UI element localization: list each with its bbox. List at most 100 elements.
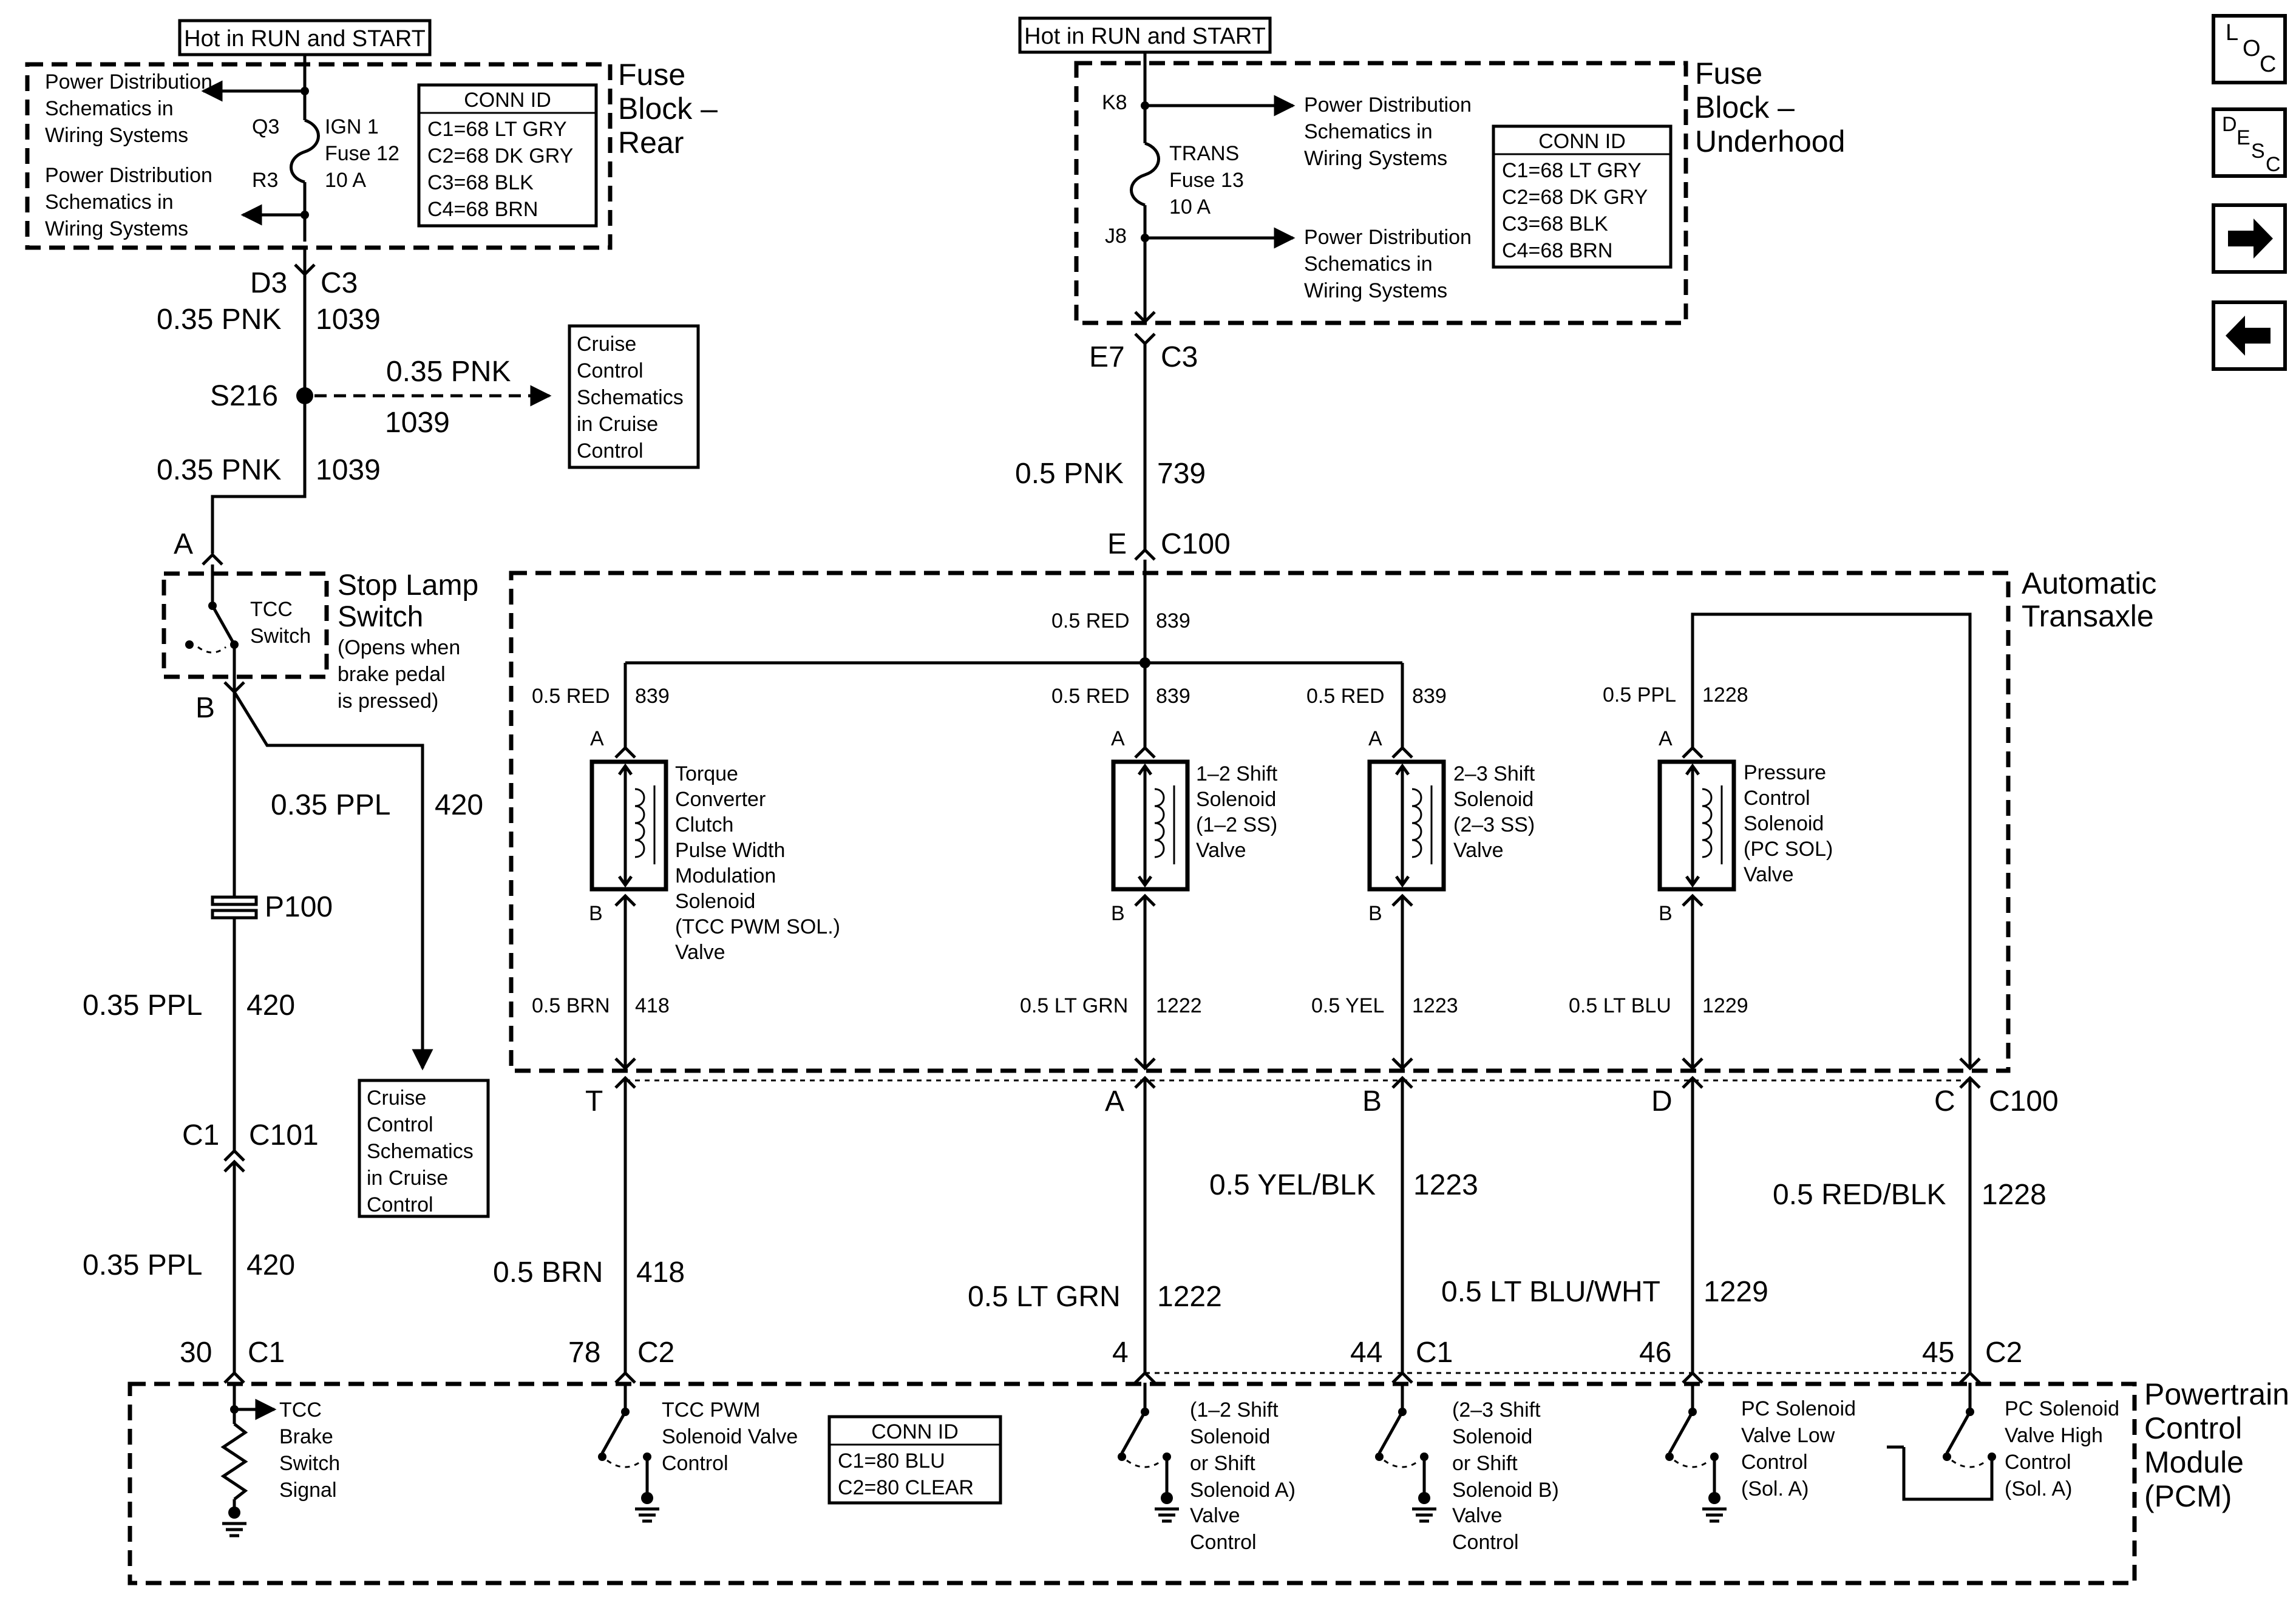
svg-text:C2=68 DK GRY: C2=68 DK GRY bbox=[1502, 186, 1648, 209]
svg-text:839: 839 bbox=[1156, 685, 1190, 708]
wire-color: 0.35 PNK bbox=[157, 303, 281, 336]
shift-solenoid-2-3: 0.5 RED 839 A B 0.5 YEL 1223 2–3 Shift S… bbox=[1306, 663, 1535, 1068]
svg-text:0.35 PNK: 0.35 PNK bbox=[386, 356, 511, 388]
stop-lamp-switch bbox=[161, 571, 329, 679]
fuse-12-label: IGN 1 bbox=[325, 115, 379, 138]
svg-text:2–3 Shift: 2–3 Shift bbox=[1453, 762, 1535, 785]
svg-text:(PC SOL): (PC SOL) bbox=[1744, 838, 1833, 861]
svg-text:0.5 RED: 0.5 RED bbox=[532, 685, 610, 708]
svg-text:0.5 RED/BLK: 0.5 RED/BLK bbox=[1773, 1179, 1946, 1211]
svg-text:B: B bbox=[195, 692, 215, 724]
svg-text:(TCC PWM SOL.): (TCC PWM SOL.) bbox=[675, 915, 840, 938]
wire-circuit: 1039 bbox=[316, 303, 381, 336]
svg-text:Control: Control bbox=[1744, 787, 1810, 810]
svg-text:C2=80 CLEAR: C2=80 CLEAR bbox=[838, 1476, 974, 1499]
svg-text:Valve High: Valve High bbox=[2005, 1424, 2103, 1447]
svg-text:CONN ID: CONN ID bbox=[1538, 130, 1626, 153]
svg-text:B: B bbox=[589, 902, 603, 925]
power-distribution-ref: Power Distribution bbox=[1304, 226, 1472, 249]
svg-text:(Sol. A): (Sol. A) bbox=[2005, 1477, 2072, 1500]
svg-text:C1=68 LT GRY: C1=68 LT GRY bbox=[1502, 159, 1642, 182]
loc-button[interactable]: L O C bbox=[2212, 14, 2287, 84]
power-distribution-ref: Power Distribution bbox=[45, 164, 212, 187]
svg-text:A: A bbox=[1659, 727, 1673, 750]
svg-text:44: 44 bbox=[1350, 1337, 1382, 1369]
svg-text:Control: Control bbox=[1190, 1531, 1257, 1554]
svg-text:30: 30 bbox=[180, 1337, 212, 1369]
svg-text:A: A bbox=[174, 528, 193, 560]
svg-text:1228: 1228 bbox=[1982, 1179, 2046, 1211]
svg-text:420: 420 bbox=[246, 1249, 295, 1281]
svg-text:Underhood: Underhood bbox=[1695, 124, 1845, 158]
svg-text:C3: C3 bbox=[1161, 341, 1198, 373]
svg-text:Valve: Valve bbox=[1196, 839, 1246, 862]
svg-text:1–2 Shift: 1–2 Shift bbox=[1196, 762, 1278, 785]
conn-id-table bbox=[827, 1415, 1002, 1505]
svg-text:S216: S216 bbox=[210, 380, 278, 412]
svg-text:PC Solenoid: PC Solenoid bbox=[1741, 1397, 1856, 1420]
svg-text:Schematics in: Schematics in bbox=[45, 191, 174, 214]
svg-text:Control: Control bbox=[577, 359, 644, 382]
svg-text:L: L bbox=[2226, 20, 2238, 46]
svg-text:0.5 LT GRN: 0.5 LT GRN bbox=[968, 1281, 1121, 1313]
pc-solenoid-low-driver: PC Solenoid Valve Low Control (Sol. A) bbox=[1665, 1383, 1856, 1523]
svg-text:Wiring Systems: Wiring Systems bbox=[45, 217, 188, 240]
svg-text:78: 78 bbox=[568, 1337, 600, 1369]
power-distribution-ref: Power Distribution bbox=[45, 70, 212, 93]
svg-text:1222: 1222 bbox=[1157, 1281, 1222, 1313]
left-circuit: D3 C3 0.35 PNK 1039 S216 0.35 PNK 1039 C… bbox=[83, 248, 700, 1384]
svg-text:C2: C2 bbox=[1985, 1337, 2022, 1369]
svg-text:Control: Control bbox=[2144, 1411, 2242, 1445]
svg-text:Switch: Switch bbox=[250, 625, 311, 648]
conn-id-table bbox=[417, 83, 598, 228]
svg-text:Pressure: Pressure bbox=[1744, 761, 1826, 784]
prev-button[interactable] bbox=[2212, 300, 2287, 371]
svg-text:Control: Control bbox=[662, 1452, 729, 1475]
svg-text:Control: Control bbox=[577, 439, 644, 463]
svg-text:739: 739 bbox=[1157, 458, 1206, 490]
svg-text:K8: K8 bbox=[1102, 91, 1127, 114]
svg-text:C4=68 BRN: C4=68 BRN bbox=[1502, 239, 1612, 262]
svg-text:(PCM): (PCM) bbox=[2144, 1479, 2232, 1513]
svg-text:Solenoid: Solenoid bbox=[1453, 788, 1533, 811]
svg-text:0.5 RED: 0.5 RED bbox=[1051, 685, 1130, 708]
svg-text:CONN ID: CONN ID bbox=[464, 89, 551, 112]
svg-text:Solenoid: Solenoid bbox=[675, 890, 755, 913]
svg-text:CONN ID: CONN ID bbox=[871, 1420, 959, 1443]
svg-text:0.5 BRN: 0.5 BRN bbox=[532, 994, 610, 1017]
svg-text:10 A: 10 A bbox=[1169, 195, 1211, 219]
svg-text:Schematics in: Schematics in bbox=[45, 97, 174, 120]
svg-text:Valve Low: Valve Low bbox=[1741, 1424, 1835, 1447]
svg-text:Schematics in: Schematics in bbox=[1304, 120, 1433, 143]
svg-text:Brake: Brake bbox=[279, 1425, 333, 1448]
svg-text:Pulse Width: Pulse Width bbox=[675, 839, 785, 862]
svg-text:C1=68 LT GRY: C1=68 LT GRY bbox=[427, 118, 567, 141]
shift-solenoid-1-2: 0.5 RED 839 A B 0.5 LT GRN 1222 1–2 Shif… bbox=[1020, 663, 1278, 1068]
tcc-pwm-solenoid: 0.5 RED 839 A B 0.5 BRN 418 Torque Conve… bbox=[532, 663, 840, 1068]
arrow-right-icon bbox=[2228, 219, 2273, 259]
svg-text:(Sol. A): (Sol. A) bbox=[1741, 1477, 1809, 1500]
fuse-block-rear: Hot in RUN and START Fuse Block – Rear Q… bbox=[25, 19, 718, 250]
automatic-transaxle: Automatic Transaxle 0.5 RED 839 0.5 RED … bbox=[509, 560, 2156, 1073]
svg-text:S: S bbox=[2251, 140, 2265, 163]
svg-text:E7: E7 bbox=[1089, 341, 1125, 373]
next-button[interactable] bbox=[2212, 203, 2287, 274]
svg-text:Transaxle: Transaxle bbox=[2022, 599, 2154, 633]
svg-text:0.5 LT BLU/WHT: 0.5 LT BLU/WHT bbox=[1441, 1276, 1660, 1308]
pcm-title: Powertrain bbox=[2144, 1377, 2289, 1411]
svg-text:839: 839 bbox=[635, 685, 670, 708]
svg-text:4: 4 bbox=[1112, 1337, 1129, 1369]
svg-text:1039: 1039 bbox=[316, 454, 381, 486]
svg-text:1222: 1222 bbox=[1156, 994, 1202, 1017]
trans-feed-circuit: E7 C3 0.5 PNK 739 E C100 bbox=[1015, 333, 1231, 561]
svg-text:C2: C2 bbox=[637, 1337, 674, 1369]
desc-button[interactable]: D E S C bbox=[2212, 107, 2287, 178]
svg-text:Control: Control bbox=[367, 1193, 433, 1216]
svg-text:0.5 YEL: 0.5 YEL bbox=[1311, 994, 1384, 1017]
connector-c100: C100 bbox=[1161, 528, 1231, 560]
pc-solenoid-high-driver: PC Solenoid Valve High Control (Sol. A) bbox=[1887, 1383, 2119, 1501]
svg-text:Fuse 12: Fuse 12 bbox=[325, 142, 399, 165]
cruise-control-ref bbox=[358, 1079, 490, 1218]
svg-text:TCC: TCC bbox=[279, 1398, 322, 1422]
svg-text:B: B bbox=[1362, 1085, 1382, 1117]
